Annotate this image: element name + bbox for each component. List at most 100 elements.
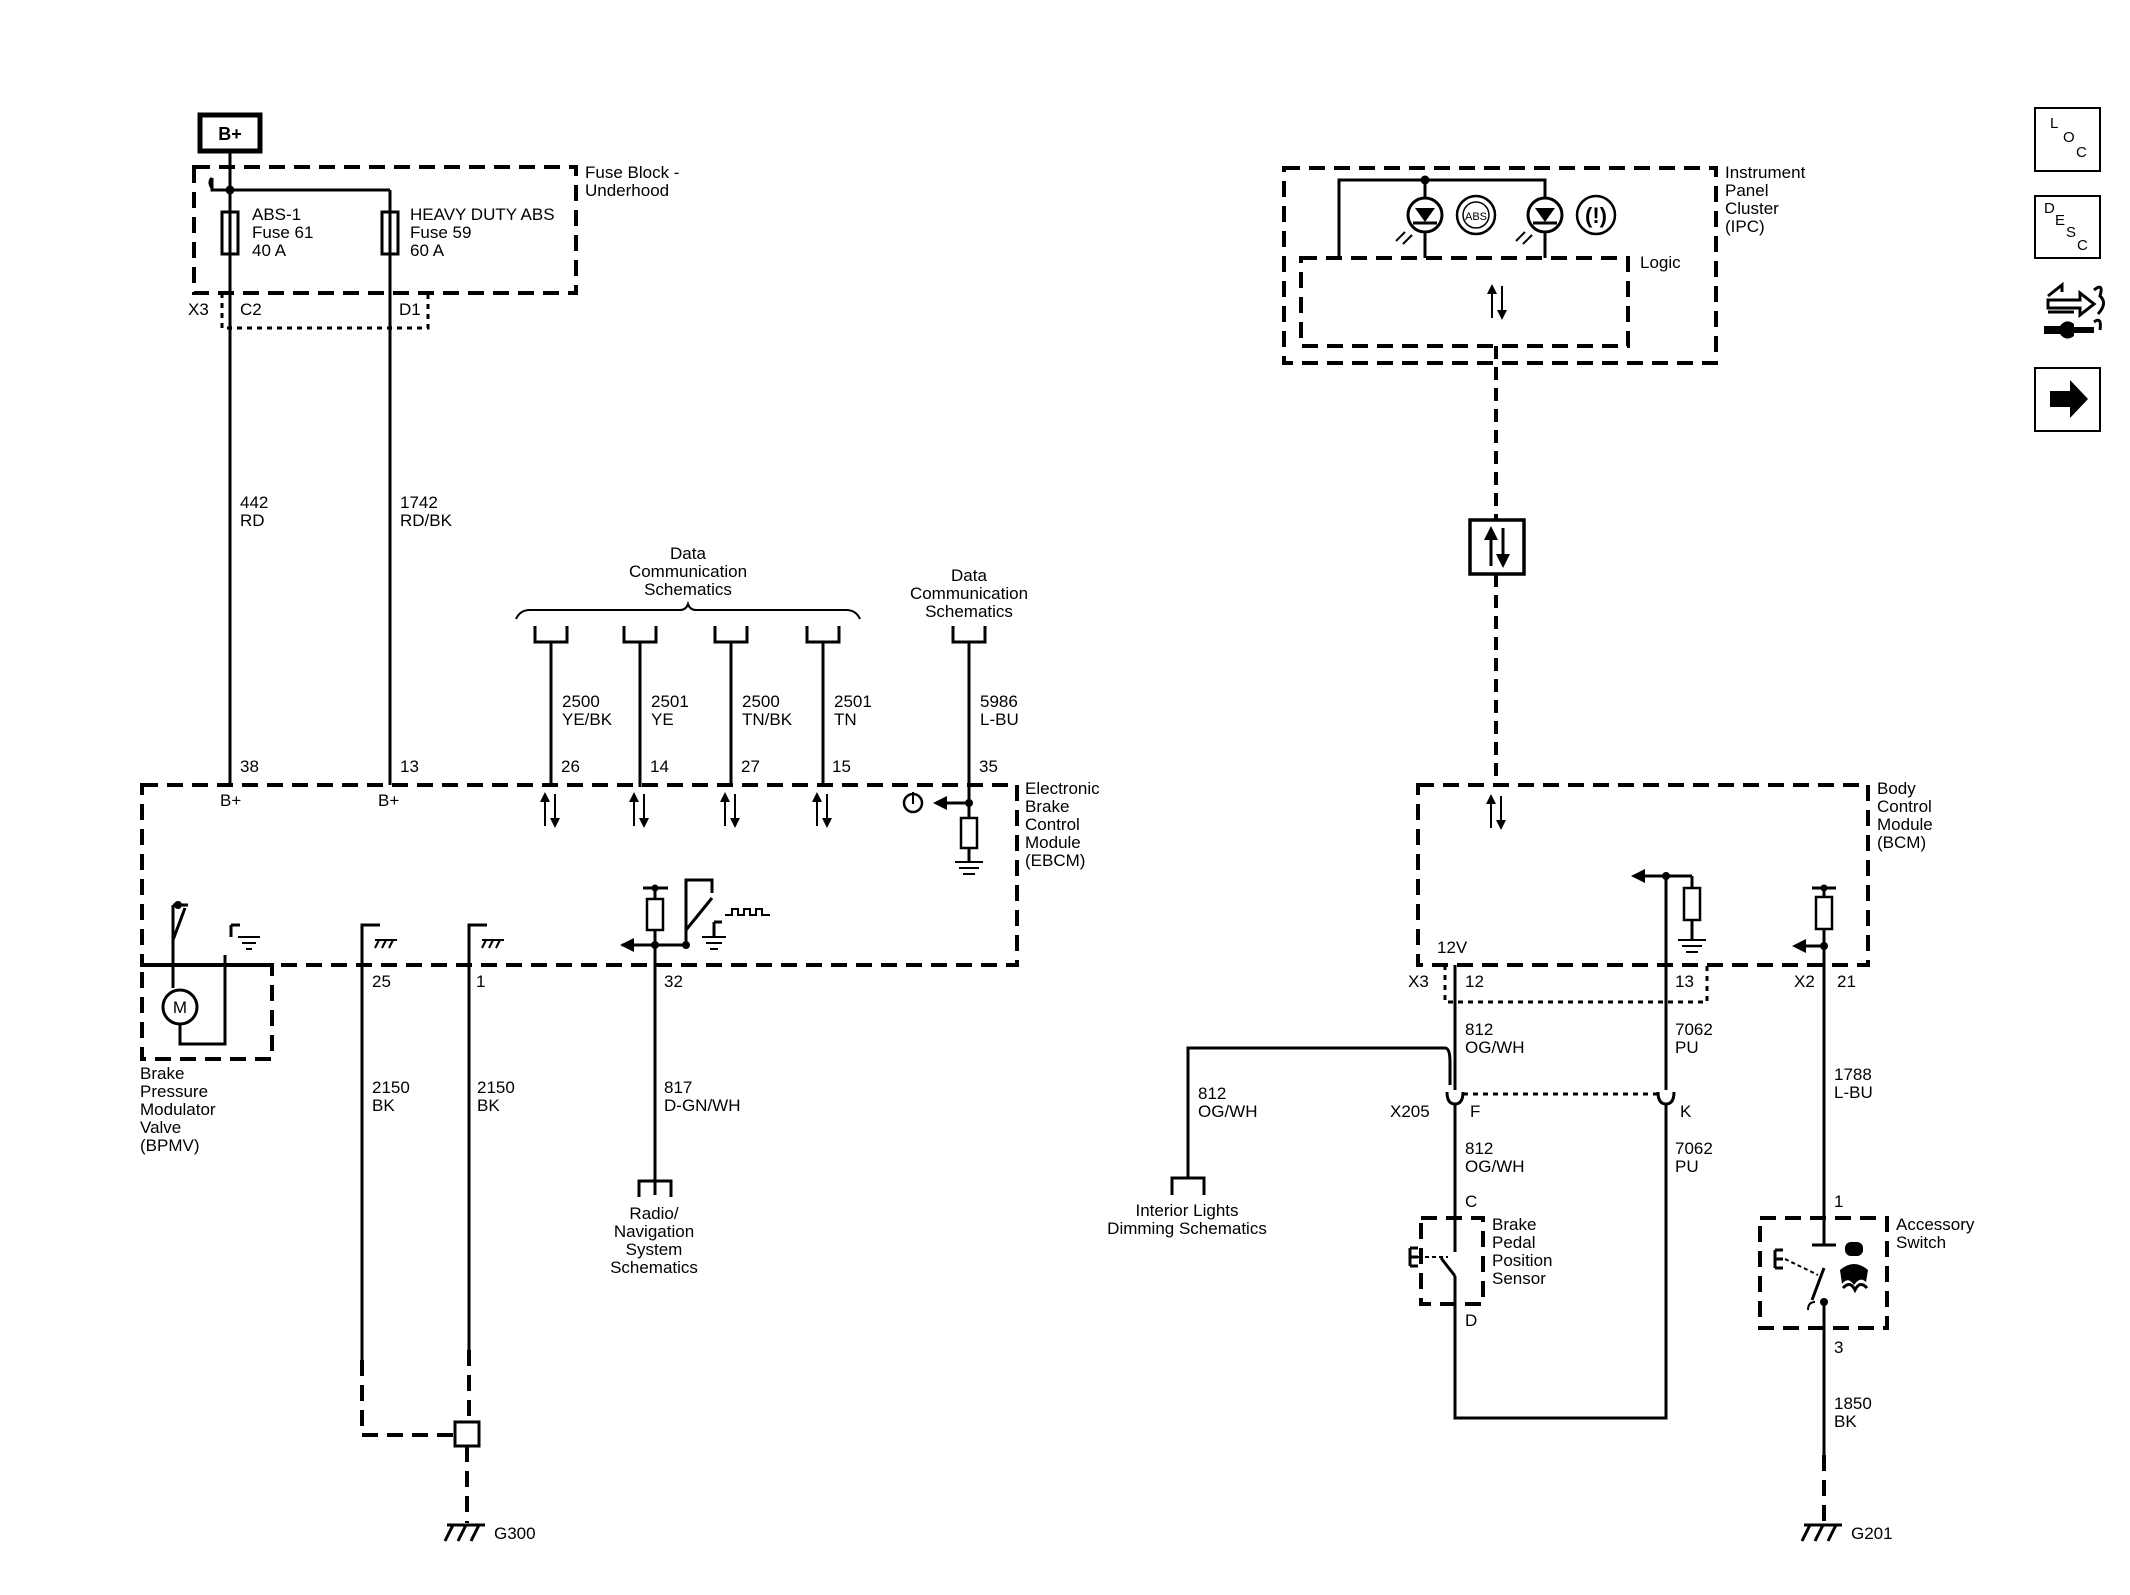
data-communication-ref-2: Data Communication Schematics [910, 566, 1028, 644]
x205-connector: X205 F K [1390, 1091, 1692, 1121]
svg-text:X3: X3 [1408, 972, 1429, 991]
wire-2500-tn-bk: 2500 TN/BK [729, 642, 793, 787]
wire-1788: 1788 L-BU [1822, 946, 1873, 1230]
seat-occupant-icon [1840, 1242, 1869, 1294]
brake-warning-icon: (!) [1575, 194, 1617, 236]
svg-text:M: M [173, 998, 187, 1017]
battery-label: B+ [218, 124, 242, 144]
svg-text:X2: X2 [1794, 972, 1815, 991]
svg-text:System: System [626, 1240, 683, 1259]
svg-text:27: 27 [741, 757, 760, 776]
svg-text:(BPMV): (BPMV) [140, 1136, 200, 1155]
svg-text:L-BU: L-BU [980, 710, 1019, 729]
svg-text:25: 25 [372, 972, 391, 991]
svg-text:Instrument: Instrument [1725, 163, 1806, 182]
wire-7062-upper: 7062 PU [1664, 876, 1713, 1090]
svg-text:Data: Data [951, 566, 987, 585]
svg-text:3: 3 [1834, 1338, 1843, 1357]
svg-text:2500: 2500 [742, 692, 780, 711]
svg-text:5986: 5986 [980, 692, 1018, 711]
bcm-title: Body Control Module (BCM) [1877, 779, 1933, 852]
svg-text:RD/BK: RD/BK [400, 511, 453, 530]
svg-text:RD: RD [240, 511, 265, 530]
wire-442: 442 RD [228, 254, 268, 785]
svg-text:2501: 2501 [651, 692, 689, 711]
svg-text:40 A: 40 A [252, 241, 287, 260]
svg-text:ABS: ABS [1465, 211, 1487, 223]
svg-text:38: 38 [240, 757, 259, 776]
svg-text:442: 442 [240, 493, 268, 512]
instrument-panel-cluster: Instrument Panel Cluster (IPC) ABS (!) [1282, 163, 1806, 365]
svg-text:Schematics: Schematics [644, 580, 732, 599]
svg-text:(EBCM): (EBCM) [1025, 851, 1085, 870]
ground-g300: G300 [443, 1523, 536, 1543]
svg-text:21: 21 [1837, 972, 1856, 991]
svg-text:Radio/: Radio/ [629, 1204, 678, 1223]
svg-text:C: C [1465, 1192, 1477, 1211]
serial-data-link [1468, 346, 1526, 785]
svg-text:817: 817 [664, 1078, 692, 1097]
svg-text:D-GN/WH: D-GN/WH [664, 1096, 740, 1115]
svg-text:D: D [2044, 200, 2055, 217]
svg-text:OG/WH: OG/WH [1465, 1038, 1525, 1057]
svg-text:TN: TN [834, 710, 857, 729]
svg-text:Module: Module [1025, 833, 1081, 852]
svg-text:60 A: 60 A [410, 241, 445, 260]
svg-text:YE: YE [651, 710, 674, 729]
abs-warning-icon: ABS [1455, 194, 1497, 236]
svg-text:BK: BK [477, 1096, 500, 1115]
svg-text:Data: Data [670, 544, 706, 563]
location-button[interactable]: L O C [2034, 107, 2101, 172]
wire-2150-pin1: 2150 BK [453, 1078, 515, 1523]
svg-text:Pedal: Pedal [1492, 1233, 1535, 1252]
svg-text:Accessory: Accessory [1896, 1215, 1975, 1234]
svg-text:1850: 1850 [1834, 1394, 1872, 1413]
brake-pressure-modulator-valve: M Brake Pressure Modulator Valve (BPMV) [140, 942, 274, 1155]
svg-text:Brake: Brake [1492, 1215, 1536, 1234]
svg-text:C: C [2076, 144, 2087, 161]
svg-text:Control: Control [1025, 815, 1080, 834]
svg-text:15: 15 [832, 757, 851, 776]
svg-text:G300: G300 [494, 1524, 536, 1543]
connector-tool-icon[interactable] [2044, 281, 2105, 339]
interior-lights-ref: Interior Lights Dimming Schematics [1107, 1201, 1267, 1238]
wire-1742: 1742 RD/BK [388, 254, 453, 785]
svg-text:Cluster: Cluster [1725, 199, 1779, 218]
svg-text:Fuse 59: Fuse 59 [410, 223, 471, 242]
svg-text:2150: 2150 [477, 1078, 515, 1097]
svg-text:Control: Control [1877, 797, 1932, 816]
svg-text:Valve: Valve [140, 1118, 181, 1137]
next-arrow-button[interactable] [2034, 367, 2101, 432]
svg-text:2500: 2500 [562, 692, 600, 711]
body-control-module: Body Control Module (BCM) 12V [1408, 779, 1933, 991]
wire-2150-pin25: 2150 BK [360, 1078, 455, 1437]
description-button[interactable]: D E S C [2034, 195, 2101, 259]
svg-text:Navigation: Navigation [614, 1222, 694, 1241]
svg-text:Body: Body [1877, 779, 1916, 798]
svg-text:YE/BK: YE/BK [562, 710, 613, 729]
splice-box [453, 1420, 481, 1448]
svg-text:Communication: Communication [629, 562, 747, 581]
ipc-title: Instrument Panel Cluster (IPC) [1725, 163, 1806, 236]
brake-pedal-position-sensor: C D Brake Pedal Position Sensor [1408, 1192, 1552, 1330]
svg-text:BK: BK [372, 1096, 395, 1115]
svg-text:C2: C2 [240, 300, 262, 319]
data-arrows [540, 792, 832, 828]
svg-text:13: 13 [400, 757, 419, 776]
svg-text:X3: X3 [188, 300, 209, 319]
bcm-input-circuit-21 [1792, 884, 1836, 953]
wire-1850: 1850 BK [1822, 1345, 1872, 1523]
svg-text:7062: 7062 [1675, 1020, 1713, 1039]
wire-7062-lower: 7062 PU [1453, 1104, 1713, 1420]
ebcm-module: Electronic Brake Control Module (EBCM) 3… [140, 757, 1100, 1360]
accessory-switch-title: Accessory Switch [1896, 1215, 1975, 1252]
svg-text:K: K [1680, 1102, 1692, 1121]
svg-text:Module: Module [1877, 815, 1933, 834]
svg-text:Switch: Switch [1896, 1233, 1946, 1252]
accessory-switch: 1 3 Accessory Switch [1758, 1192, 1975, 1357]
svg-text:Underhood: Underhood [585, 181, 669, 200]
bcm-input-circuit-13 [1631, 869, 1706, 953]
fuse-block-underhood: Fuse Block - Underhood ABS-1 Fuse 61 40 … [188, 163, 679, 330]
svg-text:Interior Lights: Interior Lights [1136, 1201, 1239, 1220]
svg-text:PU: PU [1675, 1038, 1699, 1057]
